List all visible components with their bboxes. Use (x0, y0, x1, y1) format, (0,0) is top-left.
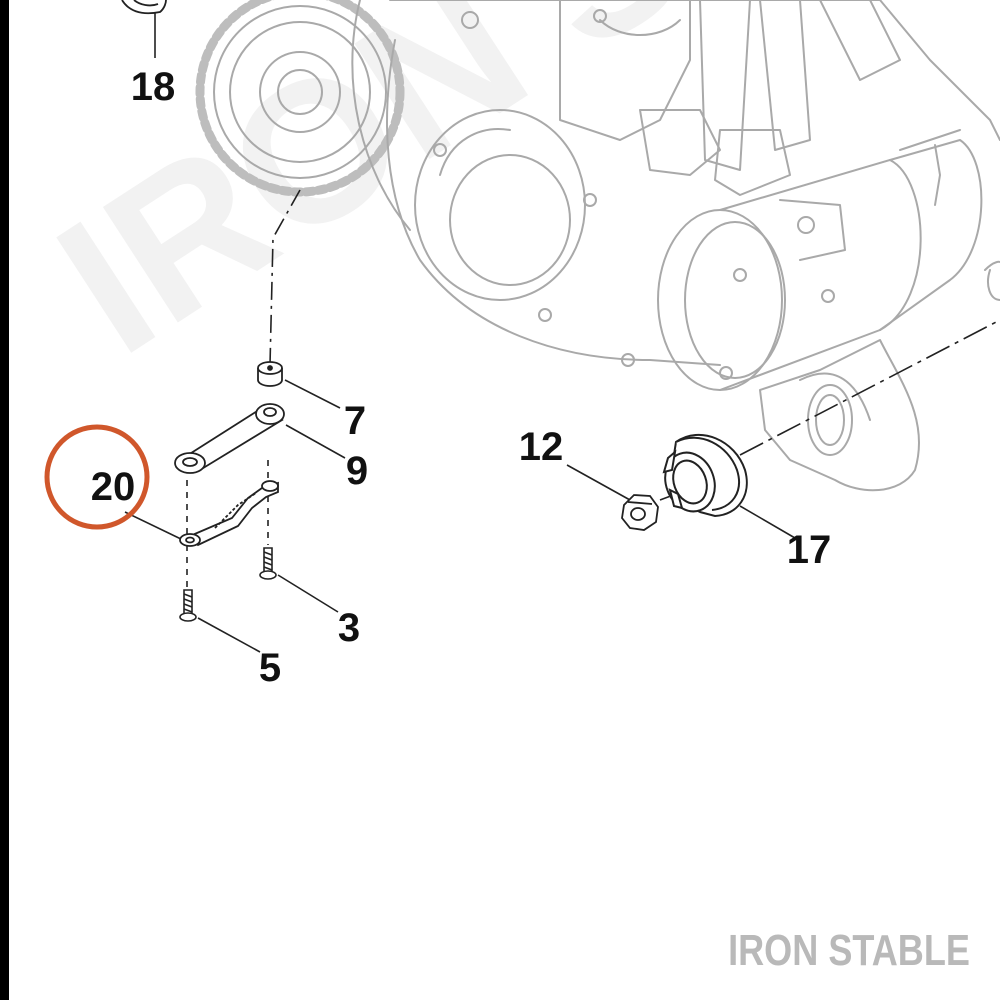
callout-17: 17 (787, 528, 832, 572)
part-3-screw (259, 547, 277, 580)
callout-9: 9 (346, 449, 368, 493)
left-edge-bar (0, 0, 9, 1000)
part-20-cable (179, 480, 279, 547)
highlight-circle (44, 424, 150, 530)
part-9-strap (174, 403, 285, 474)
mount-bracket (759, 339, 920, 492)
part-18-fragment (121, 0, 167, 15)
callout-7: 7 (344, 399, 366, 443)
watermark-text: IRON STABLE (22, 0, 1000, 396)
part-5-screw (179, 589, 197, 622)
pulley-sprocket (195, 0, 405, 197)
brand-logo-text: IRON STABLE (728, 926, 970, 975)
starter-motor (657, 129, 983, 391)
engine-background (195, 0, 1000, 492)
callout-3: 3 (338, 606, 360, 650)
callout-12: 12 (519, 425, 564, 469)
callout-18: 18 (131, 65, 176, 109)
part-17-bushing (662, 433, 748, 518)
part-12-nut (621, 494, 659, 531)
callout-5: 5 (259, 646, 281, 690)
leader-lines (124, 12, 796, 653)
part-7-cap (257, 361, 283, 387)
callout-20: 20 (91, 465, 136, 509)
